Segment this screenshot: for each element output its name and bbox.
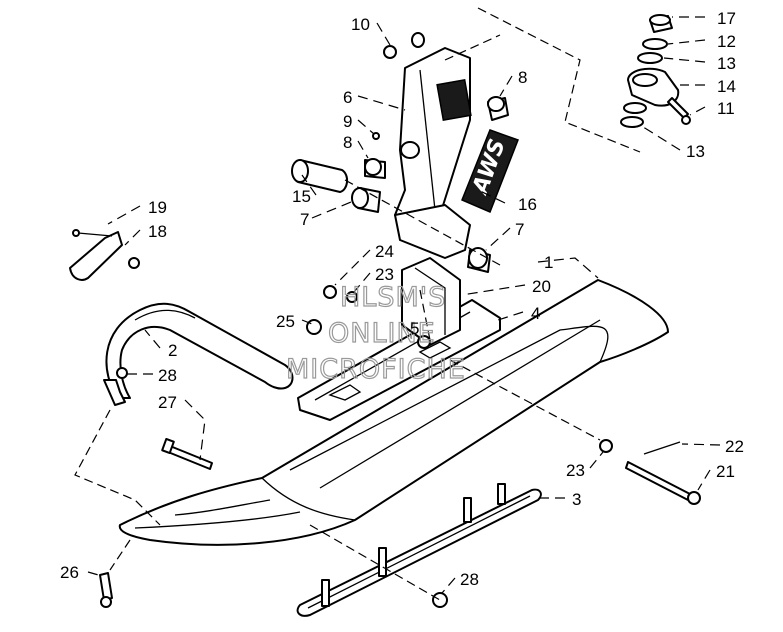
nut-part-24 bbox=[323, 285, 337, 299]
washer-part-5 bbox=[417, 335, 431, 349]
bushing-part-8c bbox=[400, 141, 420, 159]
callout-17: 17 bbox=[717, 9, 736, 28]
callout-5: 5 bbox=[410, 319, 419, 338]
nut-part-28a bbox=[116, 367, 128, 379]
callout-24: 24 bbox=[375, 242, 394, 261]
callout-25: 25 bbox=[276, 312, 295, 331]
steering-arm-part-14 bbox=[627, 67, 680, 107]
nut-part-28b bbox=[432, 592, 448, 608]
callout-28: 28 bbox=[158, 366, 177, 385]
callout-22: 22 bbox=[725, 437, 744, 456]
assembly-centerlines bbox=[74, 7, 641, 601]
callout-19: 19 bbox=[148, 198, 167, 217]
callout-6: 6 bbox=[343, 88, 352, 107]
watermark: HLSM'S ONLINE MICROFICHE bbox=[285, 281, 466, 385]
callout-18: 18 bbox=[148, 222, 167, 241]
aws-sleeve-part-16: AWS bbox=[461, 129, 519, 213]
callout-13: 13 bbox=[717, 54, 736, 73]
ski-part-1 bbox=[118, 279, 669, 546]
callout-13: 13 bbox=[686, 142, 705, 161]
leader-lines bbox=[87, 16, 721, 594]
washer-part-13b bbox=[623, 102, 647, 114]
callout-20: 20 bbox=[532, 277, 551, 296]
callout-15: 15 bbox=[292, 187, 311, 206]
callout-16: 16 bbox=[518, 195, 537, 214]
callout-3: 3 bbox=[572, 490, 581, 509]
bushing-part-8b bbox=[364, 158, 386, 179]
callout-labels: 17 12 13 14 11 13 10 8 6 9 8 15 16 7 7 1… bbox=[60, 9, 744, 589]
callout-9: 9 bbox=[343, 112, 352, 131]
nut-part-18b bbox=[128, 257, 140, 269]
callout-12: 12 bbox=[717, 32, 736, 51]
callout-8: 8 bbox=[343, 133, 352, 152]
callout-10: 10 bbox=[351, 15, 370, 34]
grease-fitting-part-9 bbox=[372, 132, 380, 140]
bushing-part-7a bbox=[351, 187, 381, 213]
watermark-line-2: ONLINE bbox=[328, 318, 436, 349]
callout-23: 23 bbox=[566, 461, 585, 480]
bushing-part-15 bbox=[291, 159, 348, 193]
bracket-part-18 bbox=[69, 231, 123, 281]
bolt-part-11 bbox=[667, 97, 691, 125]
callout-23: 23 bbox=[375, 265, 394, 284]
washer-part-23a bbox=[346, 291, 358, 303]
callout-4: 4 bbox=[531, 304, 540, 323]
watermark-line-3: MICROFICHE bbox=[286, 354, 466, 385]
washer-part-23b bbox=[599, 439, 613, 453]
callout-1: 1 bbox=[544, 253, 553, 272]
nut-part-25 bbox=[306, 319, 322, 335]
callout-28: 28 bbox=[460, 570, 479, 589]
callout-26: 26 bbox=[60, 563, 79, 582]
callout-8: 8 bbox=[518, 68, 527, 87]
watermark-line-1: HLSM'S bbox=[340, 282, 446, 313]
washer-part-13c bbox=[620, 116, 644, 128]
bolt-part-19 bbox=[72, 229, 113, 237]
washer-part-12 bbox=[642, 38, 668, 50]
spindle-part-6 bbox=[394, 47, 472, 259]
nut-part-10 bbox=[383, 32, 425, 59]
callout-21: 21 bbox=[716, 462, 735, 481]
cap-part-17 bbox=[649, 14, 673, 33]
bolt-part-27 bbox=[161, 437, 213, 470]
bushing-part-7b bbox=[467, 247, 491, 273]
callout-2: 2 bbox=[168, 341, 177, 360]
callout-11: 11 bbox=[717, 99, 735, 118]
callout-14: 14 bbox=[717, 77, 736, 96]
bolt-part-21 bbox=[625, 461, 701, 505]
ski-handle-part-2 bbox=[103, 302, 294, 406]
bolt-part-26 bbox=[99, 572, 113, 608]
wear-bar-part-3 bbox=[296, 483, 542, 617]
callout-27: 27 bbox=[158, 393, 177, 412]
spindle-plate-part-20 bbox=[401, 257, 461, 346]
callout-7: 7 bbox=[300, 210, 309, 229]
bushing-part-8a bbox=[487, 96, 509, 121]
callout-7: 7 bbox=[515, 220, 524, 239]
washer-part-13a bbox=[637, 52, 663, 64]
pin-part-22 bbox=[643, 441, 681, 455]
